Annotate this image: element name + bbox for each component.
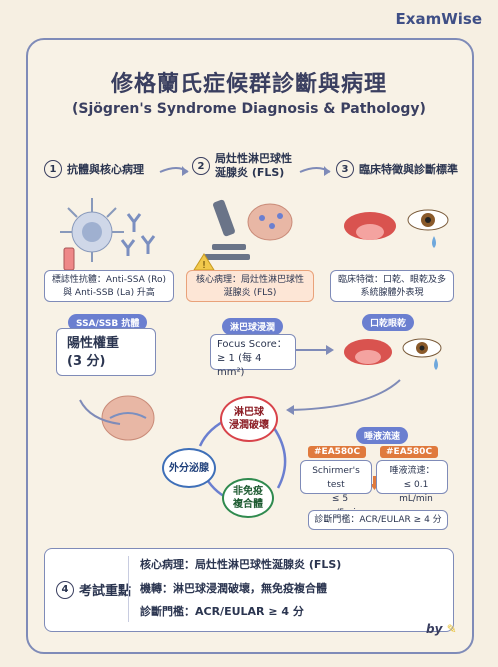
- saliva-pill: 唾液流速: [356, 427, 409, 444]
- box-text: Schirmer's test: [312, 466, 360, 490]
- color-tag: #EA580C: [308, 446, 367, 458]
- dry-mouth-eye-pill: 口乾眼乾: [362, 314, 415, 331]
- dry-mouth-icon: [344, 212, 396, 240]
- exocrine-node: 外分泌腺: [162, 448, 216, 488]
- divider: [128, 556, 129, 622]
- immune-cell-icon: [60, 198, 124, 262]
- infiltration-node: 淋巴球浸潤破壞: [220, 396, 278, 442]
- gland-illustration-icon: [101, 395, 155, 441]
- box-text: 唾液流速：: [389, 466, 435, 476]
- box-text: 系統腺體外表現: [360, 288, 424, 298]
- schirmer-box: Schirmer's test ≤ 5 mm/5min: [300, 460, 372, 518]
- box-text: (3 分): [67, 354, 106, 369]
- step-label: 涎腺炎 (FLS): [215, 166, 285, 179]
- key-point-2: 機轉：淋巴球浸潤破壞，無免疫複合體: [140, 582, 327, 595]
- key-points-panel: [44, 548, 454, 632]
- box-text: 涎腺炎 (FLS): [223, 288, 277, 298]
- step-number: 4: [56, 580, 74, 599]
- box-text: 陽性權重: [67, 336, 120, 351]
- step-label: 局灶性淋巴球性: [215, 152, 292, 165]
- page-subtitle: (Sjögren's Syndrome Diagnosis & Patholog…: [72, 101, 426, 117]
- microscope-icon: [204, 199, 250, 260]
- svg-text:!: !: [202, 260, 206, 271]
- ssa-ssb-pill: SSA/SSB 抗體: [68, 314, 148, 331]
- saliva-flow-box: 唾液流速： ≤ 0.1 mL/min: [376, 460, 448, 504]
- box-text: Focus Score：: [217, 339, 287, 350]
- clinical-box: 臨床特徵：口乾、眼乾及多 系統腺體外表現: [330, 270, 454, 302]
- page-title: 修格蘭氏症候群診斷與病理: [110, 72, 387, 97]
- infiltration-pill: 淋巴球浸潤: [222, 318, 284, 335]
- key-point-1: 核心病理：局灶性淋巴球性涎腺炎 (FLS): [140, 558, 342, 571]
- ssa-ssb-box: 陽性權重 (3 分): [56, 328, 156, 376]
- focus-score-box: Focus Score： ≥ 1 (每 4 mm²): [210, 334, 296, 378]
- dry-eye-icon: [407, 209, 449, 248]
- step-label: 臨床特徵與診斷標準: [359, 163, 458, 176]
- box-text: ≤ 0.1 mL/min: [399, 480, 433, 504]
- step-number: 3: [336, 160, 354, 178]
- step-label: 抗體與核心病理: [67, 163, 144, 176]
- step-number: 1: [44, 160, 62, 178]
- key-points-header: 4 考試重點: [56, 580, 131, 599]
- test-tube-icon: [63, 247, 75, 271]
- step-3: 3 臨床特徵與診斷標準: [336, 160, 458, 178]
- box-text: 臨床特徵：口乾、眼乾及多: [337, 275, 446, 285]
- box-text: 核心病理：局灶性淋巴球性: [195, 275, 304, 285]
- box-text: ≥ 1 (每 4 mm²): [217, 353, 262, 378]
- immune-node: 非免疫複合體: [222, 478, 274, 518]
- box-text: 標誌性抗體：Anti-SSA (Ro): [51, 275, 167, 285]
- color-tag: #EA580C: [380, 446, 439, 458]
- antibody-icon: [120, 213, 156, 256]
- core-pathology-box: 核心病理：局灶性淋巴球性 涎腺炎 (FLS): [186, 270, 314, 302]
- step-number: 2: [192, 157, 210, 175]
- salivary-gland-icon: [247, 203, 293, 241]
- step-2: 2 局灶性淋巴球性 涎腺炎 (FLS): [192, 152, 292, 180]
- threshold-box: 診斷門檻：ACR/EULAR ≥ 4 分: [308, 510, 448, 530]
- brand-logo: ExamWise: [395, 10, 482, 28]
- dry-eye-icon-2: [402, 338, 442, 370]
- key-point-3: 診斷門檻：ACR/EULAR ≥ 4 分: [140, 605, 304, 618]
- signature: by ✎: [426, 622, 457, 636]
- banana-icon: ✎: [446, 622, 457, 636]
- key-points-label: 考試重點: [79, 584, 132, 599]
- step-1: 1 抗體與核心病理: [44, 160, 144, 178]
- dry-mouth-icon-2: [344, 339, 392, 365]
- antibody-box: 標誌性抗體：Anti-SSA (Ro) 與 Anti-SSB (La) 升高: [44, 270, 174, 302]
- box-text: 與 Anti-SSB (La) 升高: [63, 288, 155, 298]
